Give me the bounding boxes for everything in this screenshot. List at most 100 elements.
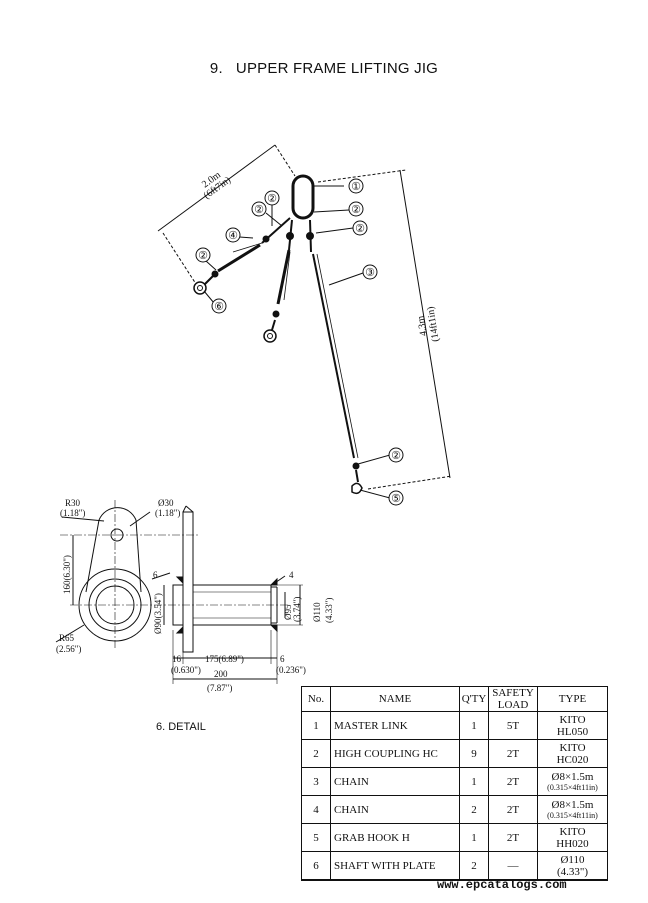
cell-no: 5 [301,823,331,852]
cell-load: — [488,851,538,881]
cell-qty: 1 [459,823,489,852]
dia90-label: Ø90(3.54") [153,593,163,634]
cell-name: CHAIN [330,795,460,824]
detail-drawing [55,500,303,684]
detail-caption: 6. DETAIL [156,721,206,733]
r65-imperial-label: (2.56") [56,644,81,654]
callout-2: ② [388,447,404,463]
svg-text:③: ③ [365,267,375,279]
page-title: 9. UPPER FRAME LIFTING JIG [209,60,439,77]
type-line-2: (0.315×4ft11in) [547,810,598,820]
dim-6-imperial-label: (0.236") [276,665,306,675]
cell-name: GRAB HOOK H [330,823,460,852]
svg-text:⑤: ⑤ [391,493,401,505]
type-line-2: HL050 [556,725,589,738]
callout-2: ② [264,190,280,206]
type-line-1: KITO [559,825,586,838]
cell-load: 5T [488,711,538,740]
cell-name: HIGH COUPLING HC [330,739,460,768]
table-row: 3 CHAIN 1 2T Ø8×1.5m(0.315×4ft11in) [301,767,608,796]
cell-load: 2T [488,823,538,852]
cell-no: 2 [301,739,331,768]
cell-name: CHAIN [330,767,460,796]
dim-6-label: 6 [280,654,285,664]
type-line-1: KITO [559,713,586,726]
type-line-2: HH020 [556,837,589,850]
cell-load: 2T [488,739,538,768]
cell-qty: 2 [459,795,489,824]
dia30-imperial-label: (1.18") [155,508,180,518]
type-line-1: Ø8×1.5m [551,770,594,783]
svg-text:②: ② [391,450,401,462]
dim-200-imperial-label: (7.87") [207,683,232,693]
svg-text:②: ② [351,204,361,216]
cell-name: SHAFT WITH PLATE [330,851,460,881]
dim-16-label: 16 [172,654,182,664]
type-line-1: Ø8×1.5m [551,798,594,811]
dia30-label: Ø30 [158,498,174,508]
left-shaft-plate [193,281,207,295]
callout-2: ② [348,201,364,217]
cell-qty: 2 [459,851,489,881]
dim-200-label: 200 [214,669,228,679]
svg-text:⑥: ⑥ [214,301,224,313]
col-header-no: No. [301,686,331,712]
dia110-imperial-label: (4.33") [324,598,334,623]
master-link [291,174,315,220]
r65-label: R65 [59,633,75,643]
svg-text:②: ② [267,193,277,205]
cell-qty: 9 [459,739,489,768]
table-header-row: No. NAME Q'TY SAFETY LOAD TYPE [301,686,608,712]
callout-2: ② [352,220,368,236]
svg-text:①: ① [351,181,361,193]
cell-no: 1 [301,711,331,740]
type-line-2: (4.33") [556,865,589,878]
cell-load: 2T [488,795,538,824]
middle-shaft-plate [263,329,277,343]
callout-5: ⑤ [388,490,404,506]
weld-left-label: 6 [153,570,158,580]
dim-175-label: 175(6.89") [205,654,244,664]
callout-1: ① [348,178,364,194]
height-160-label: 160(6.30") [62,555,72,594]
dia95-label: Ø95 [283,604,293,620]
callout-2: ② [251,201,267,217]
dim-long-label: 4.3m [416,315,430,337]
type-line-2: HC020 [556,753,589,766]
svg-text:②: ② [254,204,264,216]
cell-type: Ø8×1.5m(0.315×4ft11in) [537,795,608,824]
callout-2: ② [195,247,211,263]
svg-text:④: ④ [228,230,238,242]
dim-16-imperial-label: (0.630") [171,665,201,675]
cell-type: Ø110(4.33") [537,851,608,881]
r30-label: R30 [65,498,81,508]
col-header-name: NAME [330,686,460,712]
cell-qty: 1 [459,711,489,740]
dia110-label: Ø110 [312,602,322,622]
cell-name: MASTER LINK [330,711,460,740]
svg-text:②: ② [198,250,208,262]
grab-hook [351,482,363,495]
r30-imperial-label: (1.18") [60,508,85,518]
col-header-type: TYPE [537,686,608,712]
weld-right-label: 4 [289,570,294,580]
col-header-safety-load: SAFETY LOAD [488,686,538,712]
type-line-1: KITO [559,741,586,754]
cell-no: 3 [301,767,331,796]
svg-text:②: ② [355,223,365,235]
dia95-imperial-label: (3.74") [292,597,302,622]
table-row: 6 SHAFT WITH PLATE 2 — Ø110(4.33") [301,851,608,881]
parts-table: No. NAME Q'TY SAFETY LOAD TYPE 1 MASTER … [301,686,608,881]
footer-url[interactable]: www.epcatalogs.com [437,878,567,892]
callout-6: ⑥ [211,298,227,314]
callout-4: ④ [225,227,241,243]
dim-long-imperial-label: (14ft1in) [425,306,441,343]
callout-3: ③ [362,264,378,280]
cell-no: 4 [301,795,331,824]
